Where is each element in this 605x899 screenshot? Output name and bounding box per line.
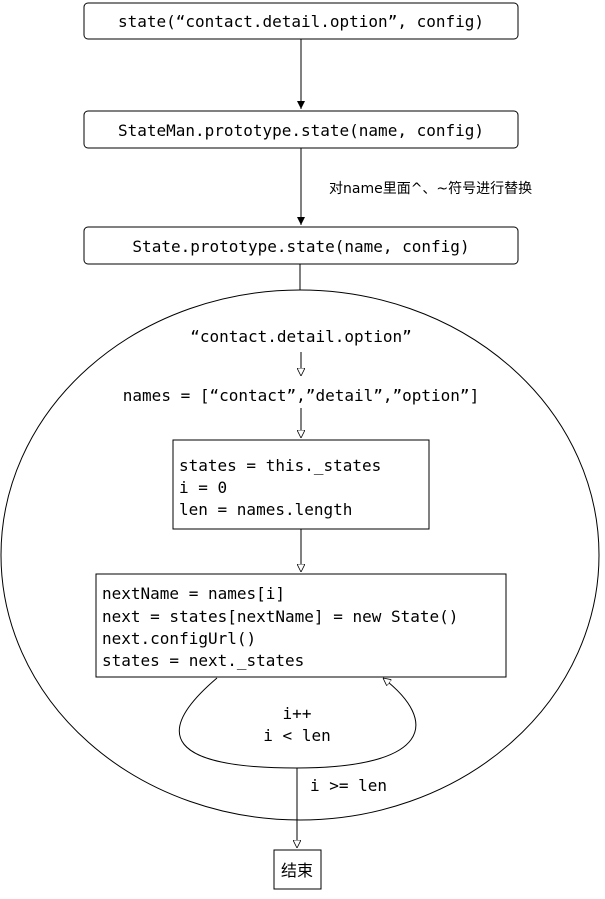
body-line-next: next = states[nextName] = new State() bbox=[102, 607, 458, 626]
state-proto-state-node bbox=[83, 226, 519, 265]
body-line-configurl: next.configUrl() bbox=[102, 629, 256, 648]
loop-increment-label: i++ bbox=[283, 704, 312, 723]
names-array-label: names = [“contact”,”detail”,”option”] bbox=[123, 386, 479, 405]
loop-back-arrow bbox=[178, 678, 417, 769]
init-line-states: states = this._states bbox=[179, 456, 381, 475]
stateman-state-label: StateMan.prototype.state(name, config) bbox=[118, 121, 484, 140]
body-line-nextname: nextName = names[i] bbox=[102, 584, 285, 603]
replace-note-label: 对name里面^、~符号进行替换 bbox=[329, 180, 532, 197]
init-line-len: len = names.length bbox=[179, 500, 352, 519]
body-block bbox=[95, 573, 507, 678]
state-proto-state-label: State.prototype.state(name, config) bbox=[132, 237, 469, 256]
call-state-label: state(“contact.detail.option”, config) bbox=[118, 12, 484, 31]
exit-condition-label: i >= len bbox=[310, 776, 387, 795]
loop-ellipse bbox=[0, 289, 600, 821]
loop-condition-label: i < len bbox=[263, 726, 330, 745]
init-line-i: i = 0 bbox=[179, 478, 227, 497]
end-node bbox=[273, 849, 322, 890]
end-label: 结束 bbox=[281, 861, 313, 880]
init-block bbox=[172, 439, 430, 530]
body-line-states: states = next._states bbox=[102, 651, 304, 670]
input-string-label: “contact.detail.option” bbox=[190, 327, 412, 346]
